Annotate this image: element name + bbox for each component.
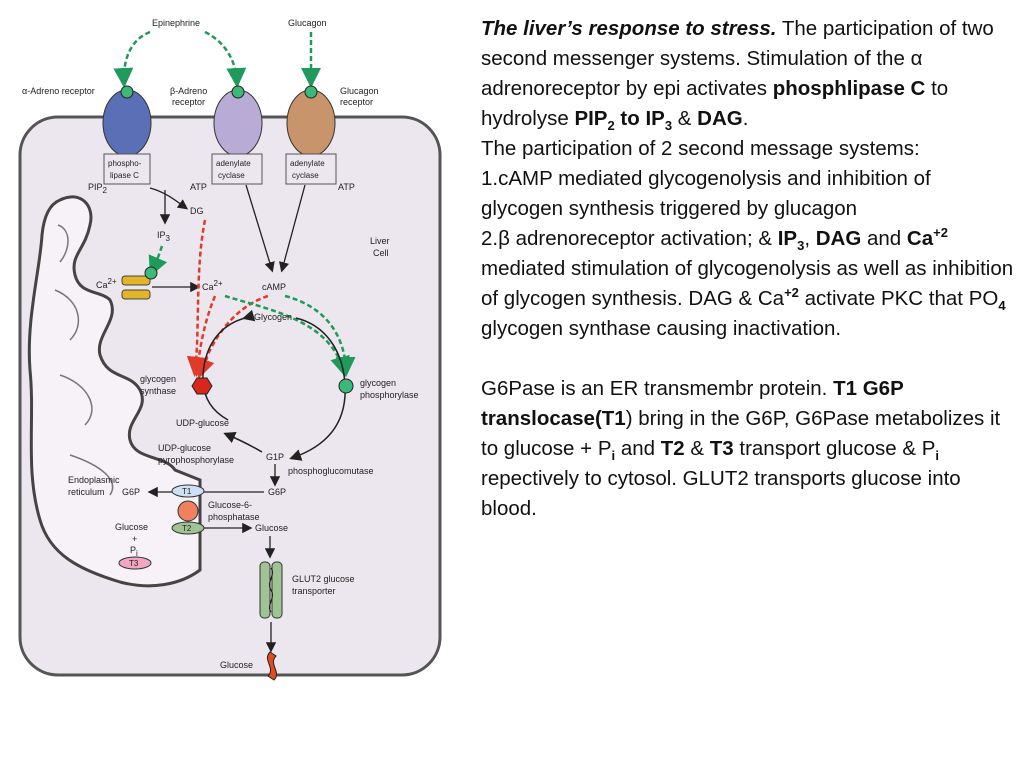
caption-point-2: 2.β adrenoreceptor activation; & IP3, DA… [481, 225, 1014, 340]
caption-intro-3: to hydrolyse [481, 77, 949, 130]
caption-systems: The participation of 2 second message sy… [481, 137, 920, 160]
alpha-ligand-node [120, 85, 134, 99]
glycogen-synthase-label-2: synthase [140, 386, 176, 396]
g6pase-label-2: phosphatase [208, 512, 260, 522]
ca-left-label: Ca2+ [96, 277, 117, 290]
glut2-label-1: GLUT2 glucose [292, 574, 355, 584]
caption-point-1: 1.cAMP mediated glycogenolysis and inhib… [481, 167, 931, 220]
ca-channel-node [144, 266, 158, 280]
t3-transporter [118, 556, 152, 570]
glut2-right-half [271, 561, 283, 619]
glut2-left-half [259, 561, 271, 619]
glycogen-label: Glycogen [254, 312, 292, 322]
g6pase-enzyme [177, 500, 199, 522]
beta-receptor-label-2: receptor [172, 97, 205, 107]
caption-title: The liver’s response to stress. [481, 17, 777, 40]
blood-vessel-icon [266, 651, 278, 681]
glycogen-synthase-label-1: glycogen [140, 374, 176, 384]
glycogen-synthase-node [191, 377, 213, 395]
atp-left-label: ATP [190, 182, 207, 192]
ip3-label: IP3 [157, 230, 171, 243]
g1p-to-udp-arrow [223, 432, 263, 453]
atp-to-camp-right [279, 184, 306, 273]
plc-label-2: lipase C [110, 171, 139, 180]
ac1-label-2: cyclase [218, 171, 245, 180]
epi-to-alpha-arrow [113, 30, 151, 88]
cell-label: Cell [373, 248, 389, 258]
caption-pip2: PIP2 to IP3 [574, 107, 673, 134]
er-label-1: Endoplasmic [68, 475, 120, 485]
atp-to-camp-left [245, 184, 275, 273]
glut2-squiggle [268, 567, 274, 613]
ac2-label-1: adenylate [290, 159, 325, 168]
glycogen-phosphorylase-label-1: glycogen [360, 378, 396, 388]
caption-period: . [742, 107, 749, 130]
caption-dag: DAG [697, 107, 743, 130]
beta-symbol: β [498, 227, 510, 250]
pip2-to-dg-arrow [149, 187, 189, 210]
ca-right-label: Ca2+ [202, 279, 223, 292]
t1-label: T1 [182, 487, 192, 496]
glycogen-phosphorylase-node [338, 378, 354, 394]
caption-intro-2: adrenoreceptor by epi activates [481, 77, 773, 100]
udp-ppase-label-2: pyrophosphorylase [158, 455, 234, 465]
beta-adreno-receptor [213, 89, 263, 157]
caption-gap [481, 344, 1017, 374]
caption-intro: The liver’s response to stress. The part… [481, 14, 1017, 134]
beta-receptor-label-1: β-Adreno [170, 86, 207, 96]
t2-label: T2 [182, 524, 192, 533]
glycogen-phosphorylase-label-2: phosphorylase [360, 390, 419, 400]
alpha-adreno-receptor [102, 89, 152, 157]
camp-label: cAMP [262, 282, 286, 292]
caption-g6pase: G6Pase is an ER transmembr protein. T1 G… [481, 377, 1001, 520]
ca-to-phosphorylase-arrow [224, 294, 350, 377]
glucose-er-label: Glucose [115, 522, 148, 532]
liver-signaling-diagram: Epinephrine Glucagon α-Adreno receptor β… [18, 18, 442, 681]
caption-amp: & [672, 107, 698, 130]
alpha-receptor-label: α-Adreno receptor [22, 86, 95, 96]
beta-ligand-node [231, 85, 245, 99]
g6pase-label-1: Glucose-6- [208, 500, 252, 510]
liver-label: Liver [370, 236, 390, 246]
caption-plc: phosphlipase C [772, 77, 926, 100]
epinephrine-label: Epinephrine [152, 18, 200, 28]
ca-channel-top [121, 275, 151, 286]
caption-intro-1: The participation of two second messenge… [481, 17, 994, 70]
phospholipase-c-box [103, 153, 151, 185]
udp-ppase-label-1: UDP-glucose [158, 443, 211, 453]
g1p-label: G1P [266, 452, 284, 462]
adenylate-cyclase-2-box [285, 153, 337, 185]
g6p-cyto-label: G6P [268, 487, 286, 497]
alpha-symbol: α [910, 47, 923, 70]
glycogen-cycle-left-arc [202, 309, 256, 421]
caption-text: The liver’s response to stress. The part… [481, 14, 1017, 524]
udp-glucose-label: UDP-glucose [176, 418, 229, 428]
glucagon-receptor [286, 89, 336, 157]
atp-right-label: ATP [338, 182, 355, 192]
pi-label: Pi [130, 545, 138, 558]
glucose-cyto-label: Glucose [255, 523, 288, 533]
pip2-label: PIP2 [88, 182, 108, 195]
ac2-label-2: cyclase [292, 171, 319, 180]
camp-to-synthase-arrow [195, 294, 269, 379]
glucagon-receptor-label-1: Glucagon [340, 86, 379, 96]
g6p-er-label: G6P [122, 487, 140, 497]
glucagon-ligand-node [304, 85, 318, 99]
dg-label: DG [190, 206, 204, 216]
t1-transporter [171, 484, 205, 498]
glucagon-receptor-label-2: receptor [340, 97, 373, 107]
ac1-label-1: adenylate [216, 159, 251, 168]
glut2-label-2: transporter [292, 586, 336, 596]
plus-label: + [132, 534, 137, 544]
er-inner-folds [54, 224, 114, 496]
glucagon-label: Glucagon [288, 18, 327, 28]
epi-to-beta-arrow [204, 30, 247, 88]
pgm-label: phosphoglucomutase [288, 466, 374, 476]
glucose-blood-label: Glucose [220, 660, 253, 670]
ca-channel-bottom [121, 289, 151, 300]
plc-label-1: phospho- [108, 159, 142, 168]
er-label-2: reticulum [68, 487, 105, 497]
adenylate-cyclase-1-box [211, 153, 263, 185]
t3-label: T3 [129, 559, 139, 568]
